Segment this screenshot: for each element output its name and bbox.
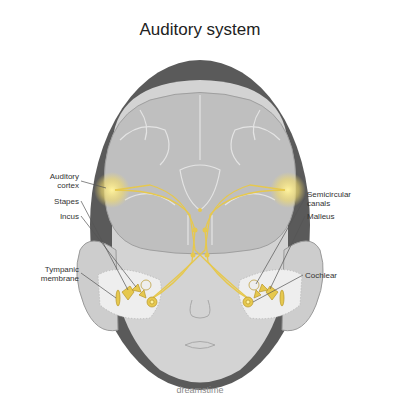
part-label: Auditory cortex — [35, 172, 79, 190]
part-label: Cochlear — [305, 271, 361, 280]
diagram-title: Auditory system — [0, 20, 400, 40]
face-features — [185, 300, 215, 349]
hair — [90, 60, 310, 390]
part-label: Stapes — [35, 197, 79, 206]
part-label: Semicircular canals — [307, 190, 363, 208]
leader-lines — [81, 181, 305, 302]
brain — [104, 93, 296, 255]
auditory-pathway — [115, 185, 285, 300]
part-label: Tympanic membrane — [33, 265, 79, 283]
middle-inner-ear-left — [116, 280, 157, 307]
temporal-bone-right — [239, 270, 302, 319]
pathway-nuclei — [191, 208, 210, 258]
watermark: dreamstime — [140, 385, 260, 395]
middle-inner-ear-right — [243, 280, 284, 307]
brain-folds — [120, 95, 280, 245]
temporal-bone-left — [98, 270, 161, 319]
part-label: Incus — [35, 212, 79, 221]
part-label: Malleus — [307, 212, 363, 221]
